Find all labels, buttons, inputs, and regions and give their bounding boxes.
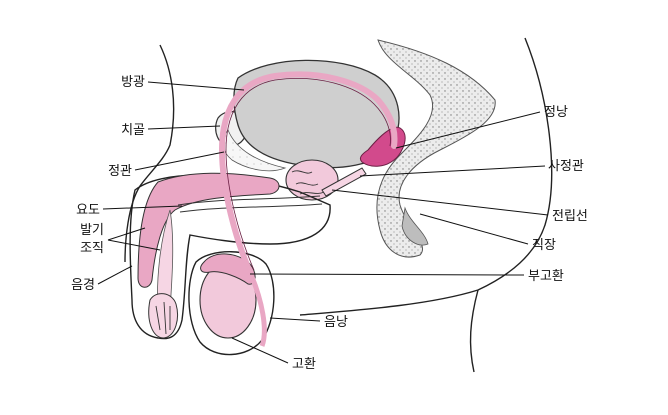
body-outline — [124, 44, 175, 263]
leader-testis — [231, 337, 289, 364]
erectile-tissue-shape — [137, 172, 280, 288]
label-epididymis: 부고환 — [528, 269, 564, 284]
label-prostate: 전립선 — [552, 209, 588, 224]
leader-erectile-1 — [107, 227, 146, 241]
label-ejaculatory-duct: 사정관 — [548, 159, 584, 174]
glans-shape — [148, 293, 178, 339]
rectum-shape — [376, 39, 496, 258]
label-seminal-vesicle: 정낭 — [544, 105, 568, 120]
label-erectile-tissue-2: 조직 — [80, 241, 104, 256]
label-penis: 음경 — [71, 278, 95, 293]
buttock-outline — [299, 37, 553, 316]
leader-prostate — [331, 189, 549, 216]
leader-bladder — [147, 81, 245, 91]
ejaculatory-duct-shape — [321, 167, 367, 197]
perineum-outline — [469, 289, 479, 373]
leader-seminal-vesicle — [395, 111, 541, 149]
leader-penis — [97, 265, 133, 285]
vas-deferens-descent — [247, 271, 267, 347]
label-vas-deferens: 정관 — [108, 164, 132, 179]
leader-urethra — [102, 205, 183, 210]
epididymis-shape — [200, 253, 256, 285]
label-pubic-bone: 치골 — [121, 123, 145, 138]
glans-texture — [155, 301, 171, 335]
penis-outline — [129, 174, 331, 340]
label-scrotum: 음낭 — [324, 315, 348, 330]
leader-erectile-2 — [107, 239, 161, 251]
label-erectile-tissue-1: 발기 — [80, 223, 104, 238]
vas-deferens-shape — [218, 71, 398, 275]
label-rectum: 직장 — [532, 238, 556, 253]
leader-pubic-bone — [147, 125, 221, 130]
label-bladder: 방광 — [121, 75, 145, 90]
vas-deferens-edge — [225, 78, 391, 271]
leader-rectum — [419, 213, 529, 245]
label-testis: 고환 — [292, 357, 316, 372]
leader-scrotum — [269, 317, 321, 322]
label-urethra: 요도 — [76, 203, 100, 218]
leader-vas-deferens — [134, 151, 225, 171]
urethra-shape — [177, 195, 321, 206]
leader-epididymis — [249, 273, 525, 276]
urethra-shape-2 — [179, 203, 323, 213]
rectum-inner — [401, 206, 429, 246]
leader-ejaculatory-duct — [359, 165, 546, 177]
